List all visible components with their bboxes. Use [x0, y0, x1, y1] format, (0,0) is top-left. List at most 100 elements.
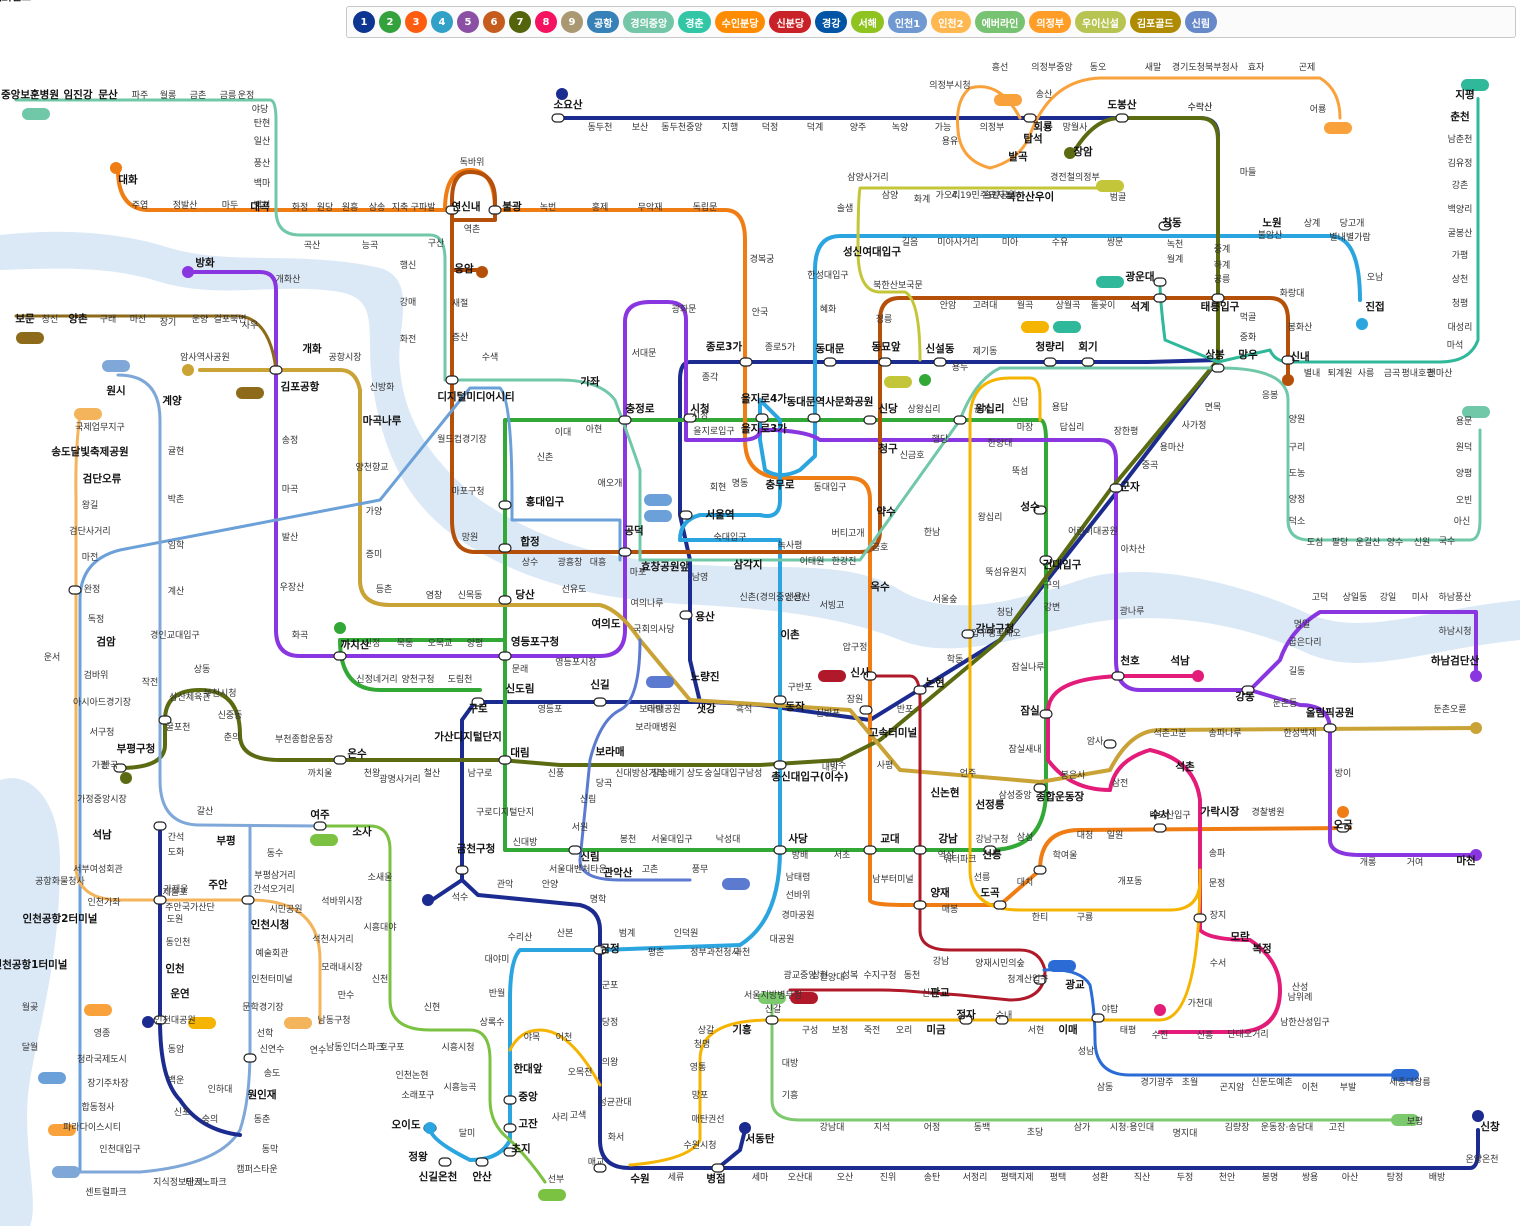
- transfer-marker-83[interactable]: [503, 1147, 517, 1157]
- station-label-390[interactable]: 신촌(경의중앙선): [740, 591, 805, 603]
- station-label-78[interactable]: 성환: [1092, 1171, 1109, 1183]
- station-label-563[interactable]: 연수: [310, 1045, 327, 1056]
- transfer-marker-58[interactable]: [959, 1015, 973, 1025]
- station-label-374[interactable]: 월롱: [160, 89, 177, 101]
- station-label-18[interactable]: 당고개: [1340, 218, 1365, 229]
- station-label-429[interactable]: 왕십리: [978, 512, 1003, 523]
- station-label-203[interactable]: 반월: [489, 987, 506, 999]
- station-label-559[interactable]: 신포: [174, 1107, 191, 1118]
- station-label-617[interactable]: 서울대벤처타운: [549, 863, 607, 875]
- station-label-400[interactable]: 팔당: [1332, 536, 1349, 548]
- station-label-625[interactable]: 기흥: [782, 1089, 799, 1101]
- station-label-520[interactable]: 지식정보단지: [153, 1177, 203, 1188]
- station-label-37[interactable]: 제기동: [973, 346, 998, 357]
- station-label-237[interactable]: 광화문: [672, 303, 697, 315]
- station-label-286[interactable]: 상월곡: [1056, 299, 1081, 311]
- transfer-marker-15[interactable]: [683, 413, 697, 423]
- station-label-461[interactable]: 오목천: [568, 1067, 593, 1078]
- station-label-269[interactable]: 새절: [452, 297, 469, 309]
- station-label-141[interactable]: 마두: [222, 200, 239, 211]
- station-label-487[interactable]: 소사: [352, 825, 372, 838]
- transfer-marker-81[interactable]: [503, 1095, 517, 1105]
- station-label-509[interactable]: 인천시청: [251, 918, 290, 931]
- station-label-450[interactable]: 구성: [802, 1025, 819, 1036]
- station-label-291[interactable]: 중계: [1214, 243, 1231, 255]
- station-label-637[interactable]: 보평: [1407, 1116, 1424, 1127]
- station-label-252[interactable]: 고덕: [1312, 592, 1329, 603]
- transfer-marker-5[interactable]: [1153, 293, 1167, 303]
- station-label-414[interactable]: 강촌: [1452, 180, 1469, 191]
- station-label-179[interactable]: 불암산: [1258, 229, 1283, 241]
- station-label-175[interactable]: 수서: [1150, 808, 1169, 821]
- station-label-385[interactable]: 행신: [400, 259, 417, 271]
- station-label-632[interactable]: 시청·용인대: [1110, 1122, 1154, 1133]
- station-label-636[interactable]: 고진: [1329, 1122, 1346, 1133]
- station-label-92[interactable]: 을지로4가: [741, 392, 787, 405]
- station-label-218[interactable]: 방화: [195, 256, 215, 269]
- station-label-15[interactable]: 마들: [1240, 167, 1257, 178]
- station-label-240[interactable]: 행당: [932, 433, 949, 445]
- station-label-174[interactable]: 일원: [1107, 830, 1124, 841]
- station-label-373[interactable]: 파주: [132, 90, 149, 101]
- station-label-395[interactable]: 구리: [1289, 442, 1306, 453]
- station-label-579[interactable]: 워터파크: [943, 854, 976, 865]
- station-label-341[interactable]: 남위례: [1288, 992, 1313, 1003]
- station-label-508[interactable]: 간석오거리: [253, 884, 294, 895]
- station-label-223[interactable]: 발산: [282, 532, 299, 543]
- station-label-49[interactable]: 대방: [647, 704, 664, 715]
- station-label-482[interactable]: 신둔도예촌: [1251, 1077, 1292, 1088]
- station-label-116[interactable]: 서울대입구: [651, 833, 692, 845]
- station-label-589[interactable]: 어룡: [1310, 104, 1327, 115]
- station-label-437[interactable]: 대모산입구: [1149, 809, 1190, 821]
- station-label-355[interactable]: 샛강: [696, 702, 716, 715]
- station-label-43[interactable]: 종각: [702, 371, 719, 383]
- station-label-275[interactable]: 상수: [522, 557, 539, 568]
- station-label-200[interactable]: 산본: [557, 928, 574, 939]
- station-label-615[interactable]: 고촌: [642, 864, 659, 875]
- station-label-382[interactable]: 백마: [254, 178, 271, 189]
- station-label-72[interactable]: 오산: [837, 1172, 854, 1183]
- station-label-53[interactable]: 구로: [468, 703, 488, 715]
- station-label-452[interactable]: 기흥: [732, 1023, 752, 1036]
- station-label-312[interactable]: 신풍: [548, 768, 565, 779]
- station-label-316[interactable]: 천왕: [364, 768, 381, 779]
- transfer-marker-17[interactable]: [807, 413, 821, 423]
- station-label-288[interactable]: 장암: [1073, 145, 1093, 158]
- station-label-517[interactable]: 동막: [262, 1144, 279, 1155]
- station-label-109[interactable]: 역삼: [938, 850, 955, 861]
- station-label-496[interactable]: 원시: [106, 384, 125, 397]
- station-label-48[interactable]: 노량진: [691, 670, 720, 683]
- station-label-159[interactable]: 동대입구: [813, 481, 846, 493]
- station-label-399[interactable]: 도심: [1307, 537, 1324, 548]
- station-label-61[interactable]: 군포: [602, 980, 619, 991]
- station-label-142[interactable]: 백석: [254, 200, 271, 211]
- station-label-474[interactable]: 상현: [812, 970, 829, 981]
- legend-chip-17[interactable]: 인천2: [931, 11, 971, 33]
- station-label-217[interactable]: 길음: [902, 237, 919, 248]
- transfer-marker-73[interactable]: [153, 895, 167, 905]
- station-label-449[interactable]: 보정: [832, 1025, 849, 1036]
- station-label-94[interactable]: 신당: [878, 402, 898, 415]
- transfer-marker-14[interactable]: [739, 357, 753, 367]
- station-label-380[interactable]: 일산: [254, 136, 271, 147]
- station-label-416[interactable]: 굴봉산: [1448, 228, 1473, 239]
- station-label-516[interactable]: 동춘: [254, 1114, 271, 1125]
- station-label-28[interactable]: 신내: [1290, 350, 1309, 363]
- station-label-518[interactable]: 캠퍼스타운: [236, 1163, 277, 1175]
- legend-chip-2[interactable]: 3: [405, 11, 427, 33]
- station-label-228[interactable]: 오목교: [428, 638, 453, 649]
- station-label-193[interactable]: 경마공원: [781, 909, 814, 921]
- station-label-584[interactable]: 동오: [1090, 62, 1107, 73]
- station-label-176[interactable]: 가락시장: [1201, 805, 1240, 818]
- station-label-161[interactable]: 금호: [872, 542, 889, 553]
- station-label-528[interactable]: 마전: [82, 552, 99, 563]
- station-label-342[interactable]: 암사역사공원: [180, 351, 230, 363]
- station-label-119[interactable]: 신대방: [513, 837, 538, 848]
- station-label-314[interactable]: 철산: [424, 768, 441, 779]
- station-label-272[interactable]: 월드컵경기장: [437, 433, 487, 445]
- station-label-196[interactable]: 정부과천청사: [690, 947, 740, 958]
- transfer-marker-69[interactable]: [269, 365, 283, 375]
- station-label-318[interactable]: 까치울: [308, 767, 333, 779]
- station-label-588[interactable]: 곤제: [1299, 62, 1316, 73]
- station-label-321[interactable]: 신중동: [218, 710, 243, 721]
